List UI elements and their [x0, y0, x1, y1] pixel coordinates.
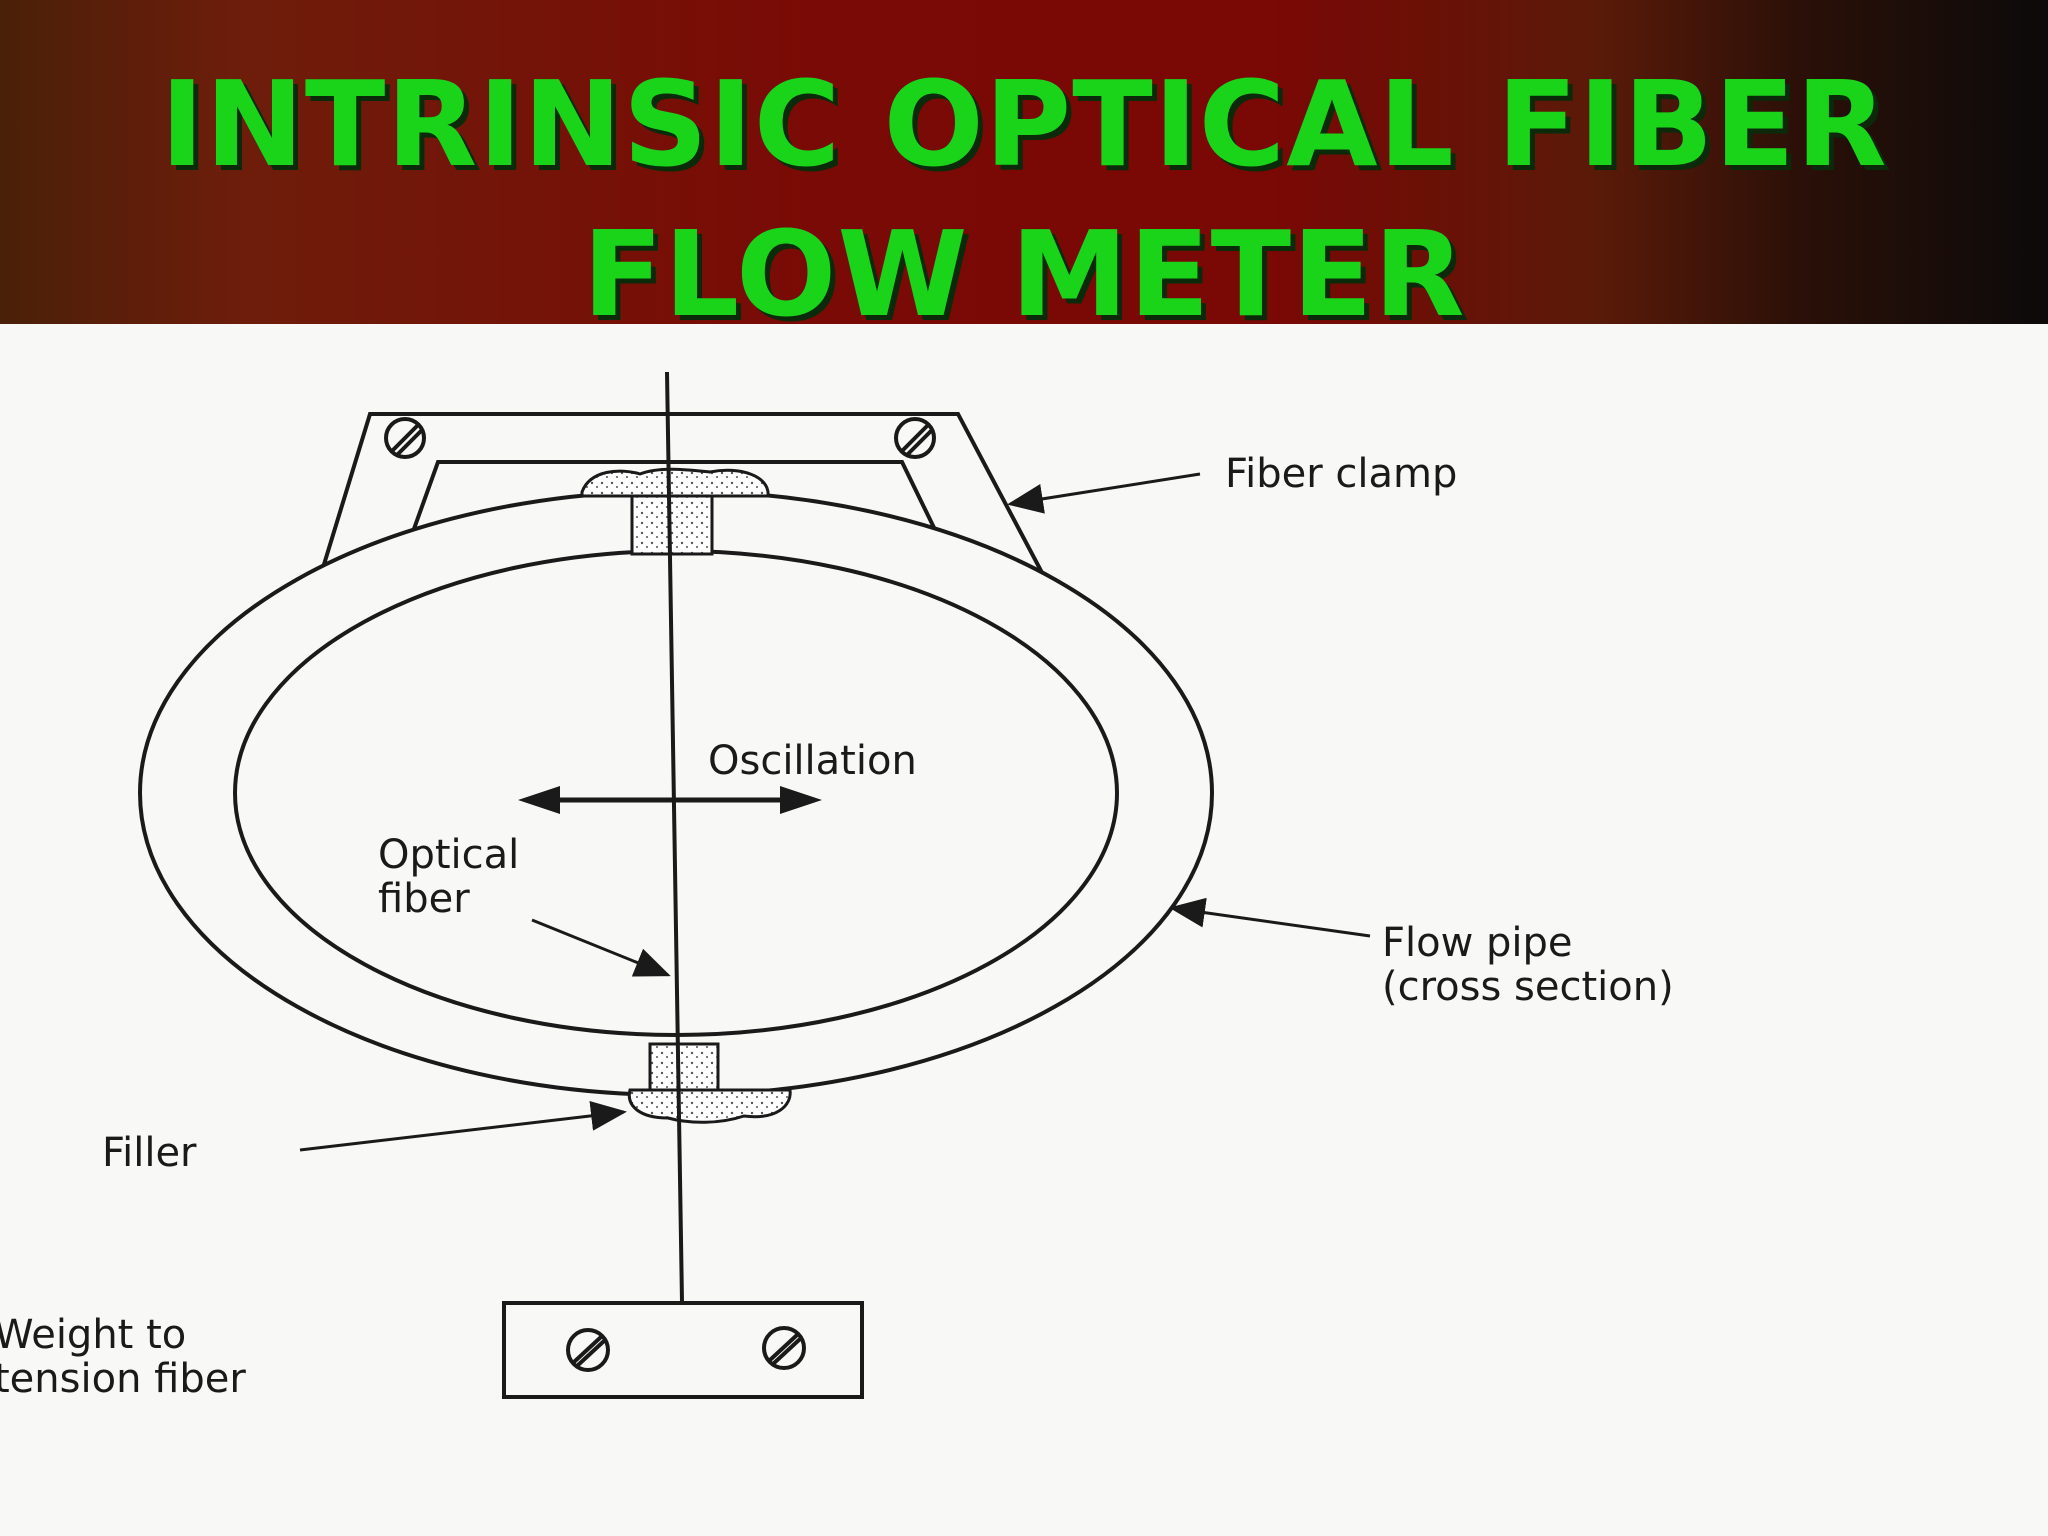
flow-pipe-leader [1169, 897, 1371, 938]
oscillation-label: Oscillation [708, 738, 917, 784]
filler-label: Filler [102, 1130, 197, 1176]
slide-title-line-2: FLOW METER [582, 205, 1466, 343]
optical-fiber-leader [531, 918, 671, 977]
fiber-clamp-leader [1007, 472, 1201, 514]
tension-fiber-label: tension fiber [0, 1356, 246, 1402]
optical-fiber [665, 371, 684, 1303]
weight-screw-left-icon [566, 1328, 610, 1372]
cross-section-label: (cross section) [1382, 964, 1674, 1010]
slide-title-line-1: INTRINSIC OPTICAL FIBER [160, 55, 1888, 193]
filler-top [580, 467, 770, 556]
title-banner: INTRINSIC OPTICAL FIBER FLOW METER [0, 0, 2048, 343]
filler-leader [299, 1100, 627, 1152]
optical-label: Optical [378, 832, 519, 878]
flow-pipe-label: Flow pipe [1382, 920, 1573, 966]
weight-to-label: Weight to [0, 1312, 186, 1358]
fiber-clamp-label: Fiber clamp [1225, 451, 1457, 497]
weight-screw-right-icon [762, 1326, 806, 1370]
fiber-label: fiber [378, 876, 470, 922]
flow-pipe [138, 467, 1214, 1124]
clamp-screw-left-icon [384, 417, 426, 459]
weight-box [502, 1301, 864, 1399]
filler-bottom [627, 1042, 792, 1124]
oscillation-arrow [518, 786, 822, 814]
clamp-screw-right-icon [894, 417, 936, 459]
